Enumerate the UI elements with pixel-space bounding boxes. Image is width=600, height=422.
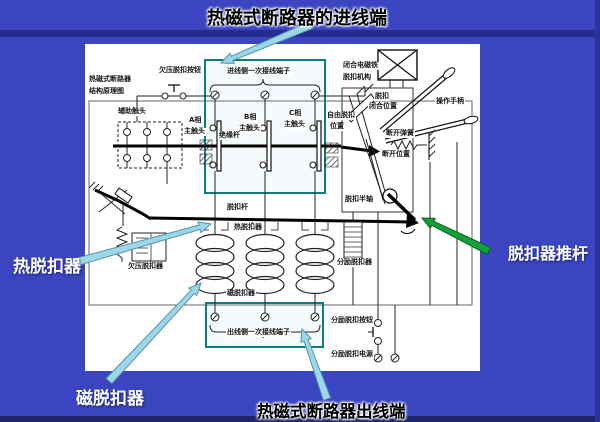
label-trip-rod: 脱扣杆 bbox=[226, 203, 249, 212]
callout-thermal-trip: 热脱扣器 bbox=[13, 257, 81, 277]
callout-trip-pushrod: 脱扣器推杆 bbox=[508, 244, 589, 263]
label-trip: 脱扣 bbox=[374, 92, 390, 101]
label-phase-c-2: 主触头 bbox=[283, 120, 306, 129]
background-band-top bbox=[0, 30, 600, 37]
label-scheme-title-1: 热磁式断路器 bbox=[88, 75, 132, 84]
label-free-trip-1: 自由脱扣 bbox=[326, 111, 356, 120]
label-close-magnet-1: 闭合电磁铁 bbox=[342, 61, 379, 70]
label-free-trip-2: 位置 bbox=[329, 122, 345, 131]
label-open-pos: 断开位置 bbox=[381, 150, 411, 159]
label-shunt-power: 分励脱扣电源 bbox=[330, 350, 374, 359]
label-shunt-trip: 分励脱扣器 bbox=[336, 258, 373, 267]
label-handle: 操作手柄 bbox=[435, 97, 465, 106]
label-close-magnet-2: 脱扣机构 bbox=[342, 73, 372, 82]
label-phase-a-1: A相 bbox=[188, 116, 203, 125]
label-insul-rod: 绝缘杆 bbox=[218, 131, 241, 140]
label-aux-contact: 辅助触头 bbox=[117, 107, 147, 116]
background-band-bottom bbox=[0, 416, 600, 422]
label-mag-trip: 磁脱扣器 bbox=[226, 289, 256, 298]
label-shunt-button: 分励脱扣按钮 bbox=[330, 316, 374, 325]
label-uv-trip: 欠压脱扣器 bbox=[127, 262, 164, 271]
schematic-panel: 热磁式断路器 结构原理图 欠压脱扣按钮 进线侧一次接线端子 闭合电磁铁 脱扣机构… bbox=[85, 44, 480, 371]
label-close-pos: 闭合位置 bbox=[368, 102, 398, 111]
label-phase-c-1: C相 bbox=[288, 109, 303, 118]
label-open-spring: 断开弹簧 bbox=[385, 129, 415, 138]
schematic-drawing bbox=[88, 49, 479, 363]
callout-inlet-terminal: 热磁式断路器的进线端 bbox=[207, 8, 387, 29]
label-scheme-title-2: 结构原理图 bbox=[88, 87, 125, 96]
label-phase-a-2: 主触头 bbox=[183, 127, 206, 136]
label-in-terminals: 进线侧一次接线端子 bbox=[226, 67, 291, 76]
label-trip-halfshaft: 脱扣半轴 bbox=[344, 195, 374, 204]
background-strip-right bbox=[595, 0, 600, 422]
label-phase-b-2: 主触头 bbox=[238, 124, 261, 133]
label-phase-b-1: B相 bbox=[243, 113, 258, 122]
callout-magnetic-trip: 磁脱扣器 bbox=[76, 389, 144, 409]
label-uv-button: 欠压脱扣按钮 bbox=[158, 66, 202, 75]
label-thermal-trip: 热脱扣器 bbox=[233, 223, 263, 232]
callout-outlet-terminal: 热磁式断路器出线端 bbox=[257, 402, 406, 421]
label-out-terminals: 出线侧一次接线端子 bbox=[226, 328, 291, 337]
